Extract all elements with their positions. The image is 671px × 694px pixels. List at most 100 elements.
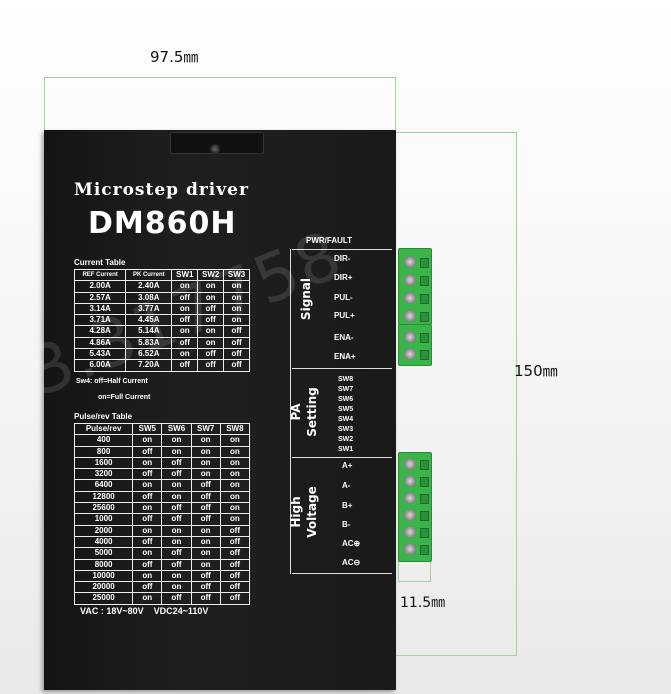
table-cell: 6.00A xyxy=(73,359,127,372)
terminal-clamp-icon xyxy=(420,258,429,268)
table-cell: off xyxy=(223,348,250,361)
table-cell: off xyxy=(190,513,221,526)
height-dimension-bottom xyxy=(396,655,516,656)
table-cell: on xyxy=(171,280,199,293)
table-cell: off xyxy=(219,581,251,594)
table-header-cell: SW1 xyxy=(171,268,199,282)
width-dimension-left-tick xyxy=(44,77,45,132)
table-cell: 4000 xyxy=(73,535,134,549)
table-cell: 4.28A xyxy=(73,325,127,338)
terminal-screw-icon xyxy=(404,543,416,555)
table-header-row: REF Current PK Current SW1 SW2 SW3 xyxy=(73,268,250,282)
terminal-screw-icon xyxy=(404,331,416,343)
table-header-cell: SW3 xyxy=(223,268,250,282)
table-cell: on xyxy=(132,502,163,515)
width-dimension-right-tick xyxy=(395,77,396,132)
height-dimension-label: 150㎜ xyxy=(514,362,558,380)
terminal-screw-icon xyxy=(404,292,416,304)
current-note-half: Sw4: off=Half Current xyxy=(76,378,148,385)
product-title: Microstep driver xyxy=(74,180,249,200)
table-cell: on xyxy=(190,468,221,481)
panel-divider-pa xyxy=(292,457,392,458)
table-cell: on xyxy=(190,456,221,470)
terminal-dimension-left xyxy=(398,560,399,582)
sw-label: SW3 xyxy=(338,426,354,433)
width-dimension-label: 97.5㎜ xyxy=(150,48,199,66)
table-cell: on xyxy=(223,314,250,327)
table-cell: on xyxy=(219,434,251,447)
sw-label: SW6 xyxy=(338,396,354,403)
table-cell: off xyxy=(219,535,251,549)
table-cell: off xyxy=(190,502,221,515)
table-cell: on xyxy=(190,434,221,447)
table-cell: 6400 xyxy=(73,479,134,492)
signal-label-dir-plus: DIR+ xyxy=(334,273,353,282)
table-cell: 10000 xyxy=(73,569,134,583)
table-cell: on xyxy=(219,456,251,470)
table-cell: off xyxy=(161,456,192,470)
table-cell: on xyxy=(223,280,250,293)
terminal-clamp-icon xyxy=(420,460,429,470)
table-cell: 4.45A xyxy=(125,314,173,327)
pa-setting-label-line1: PA xyxy=(289,403,303,421)
table-header-row: Pulse/rev SW5 SW6 SW7 SW8 xyxy=(73,422,251,436)
hv-label-ac1: AC⊕ xyxy=(342,539,361,548)
table-cell: on xyxy=(161,445,192,458)
table-cell: off xyxy=(161,502,192,515)
signal-label-pul-plus: PUL+ xyxy=(334,311,355,320)
table-cell: on xyxy=(223,302,250,316)
terminal-screw-icon xyxy=(404,458,416,470)
terminal-clamp-icon xyxy=(420,312,429,322)
terminal-clamp-icon xyxy=(420,333,429,343)
table-cell: 2000 xyxy=(73,524,134,537)
terminal-screw-icon xyxy=(404,509,416,521)
table-cell: on xyxy=(219,479,251,492)
table-cell: off xyxy=(132,513,163,526)
hv-label-ac2: AC⊖ xyxy=(342,558,361,567)
current-table: REF Current PK Current SW1 SW2 SW3 2.00A… xyxy=(73,268,250,372)
table-header-cell: PK Current xyxy=(125,268,173,282)
table-cell: 5000 xyxy=(73,547,134,560)
terminal-screw-icon xyxy=(404,492,416,504)
table-cell: on xyxy=(197,325,225,338)
table-cell: on xyxy=(132,569,163,583)
hv-label-a-minus: A- xyxy=(342,481,351,490)
panel-divider-left xyxy=(290,249,291,574)
pulse-table-title: Pulse/rev Table xyxy=(74,412,133,421)
table-header-cell: Pulse/rev xyxy=(73,422,134,436)
table-header-cell: SW7 xyxy=(190,422,221,436)
high-voltage-label-line2: Voltage xyxy=(305,486,319,538)
terminal-clamp-icon xyxy=(420,494,429,504)
terminal-screw-icon xyxy=(404,526,416,538)
table-cell: off xyxy=(132,535,163,549)
signal-label-ena-minus: ENA- xyxy=(334,333,354,342)
table-cell: 800 xyxy=(73,445,134,458)
table-cell: off xyxy=(219,558,251,571)
table-cell: 3.14A xyxy=(73,302,127,316)
table-cell: on xyxy=(132,456,163,470)
table-cell: 20000 xyxy=(73,581,134,594)
table-cell: 3.08A xyxy=(125,291,173,304)
table-cell: off xyxy=(171,359,199,372)
table-cell: 25600 xyxy=(73,502,134,515)
table-cell: on xyxy=(219,502,251,515)
product-model: DM860H xyxy=(88,206,237,241)
table-header-cell: REF Current xyxy=(73,268,127,282)
table-cell: on xyxy=(190,524,221,537)
table-header-cell: SW5 xyxy=(132,422,163,436)
table-cell: on xyxy=(161,479,192,492)
table-cell: off xyxy=(161,592,192,605)
hv-label-b-minus: B- xyxy=(342,520,351,529)
table-cell: off xyxy=(190,581,221,594)
panel-divider-bottom xyxy=(292,573,392,574)
table-cell: off xyxy=(190,479,221,492)
terminal-clamp-icon xyxy=(420,528,429,538)
panel-divider-top xyxy=(292,249,392,250)
